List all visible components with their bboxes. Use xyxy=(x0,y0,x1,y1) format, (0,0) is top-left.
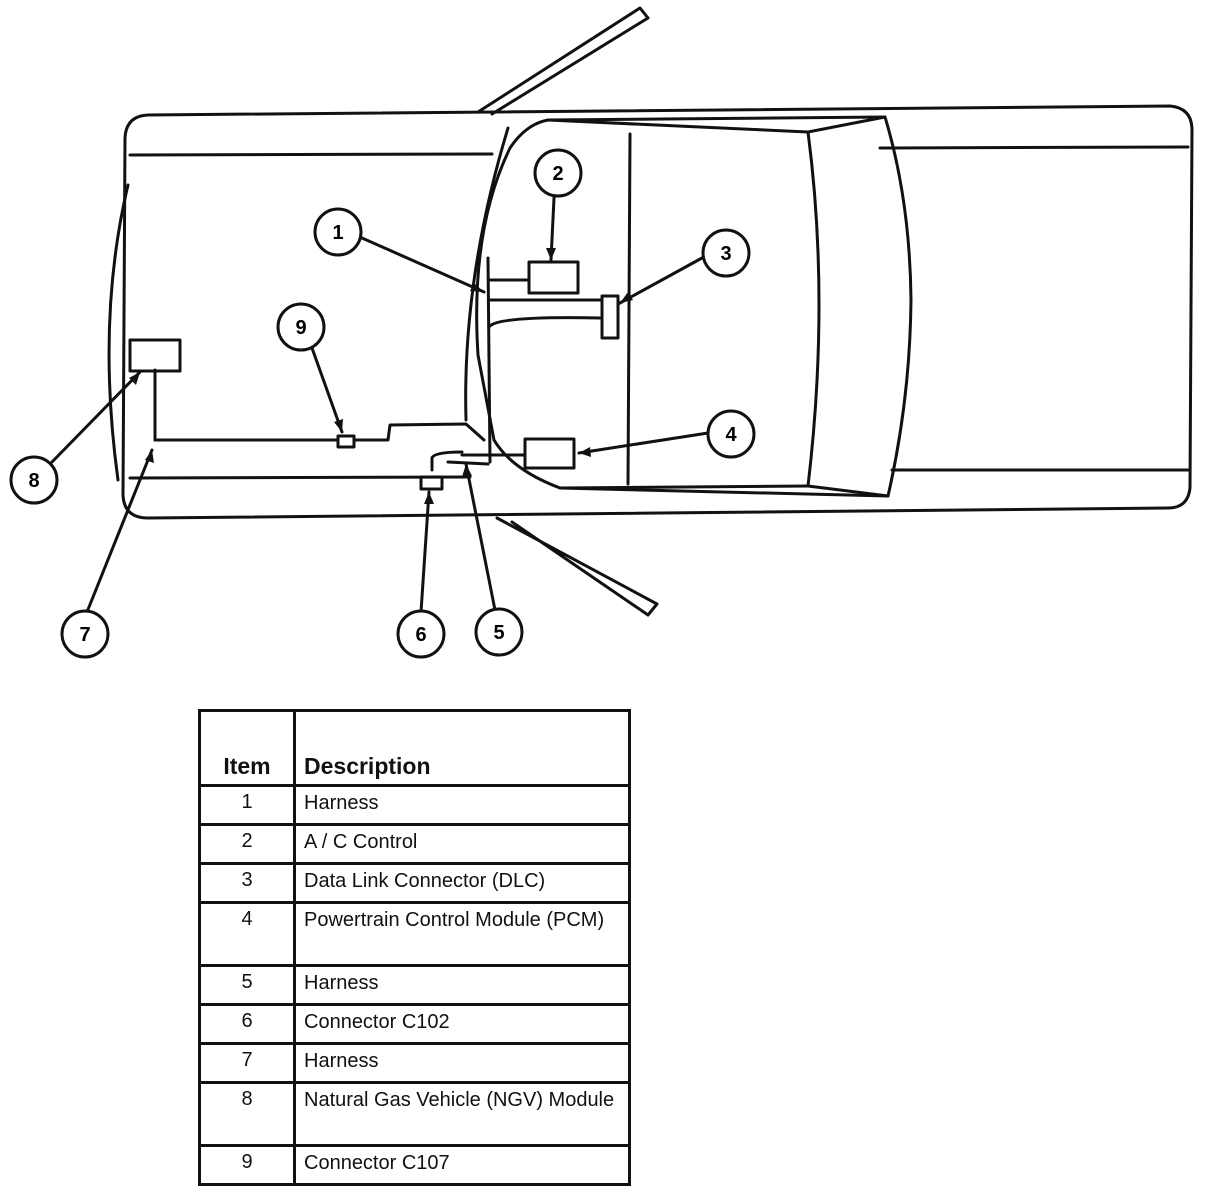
legend-item-number: 4 xyxy=(198,901,296,967)
harness-vertical xyxy=(486,256,492,464)
rear-window-line xyxy=(806,130,821,488)
legend-item-description: Harness xyxy=(293,1042,631,1084)
legend-item-description: Harness xyxy=(293,964,631,1006)
body-belt-line-bottom xyxy=(128,475,472,480)
callout-5-circle xyxy=(474,607,524,657)
callout-3-circle xyxy=(701,228,751,278)
table-row: 4 Powertrain Control Module (PCM) xyxy=(198,901,631,967)
legend-item-number: 2 xyxy=(198,823,296,865)
legend-item-description: Connector C102 xyxy=(293,1003,631,1045)
open-door-rear xyxy=(495,516,659,617)
leader-9 xyxy=(310,346,344,434)
legend-item-number: 9 xyxy=(198,1144,296,1186)
callouts xyxy=(9,148,756,659)
table-row: 2 A / C Control xyxy=(198,823,631,865)
callout-4-label: 4 xyxy=(725,424,737,446)
callout-1-circle xyxy=(313,207,363,257)
legend-header-description: Description xyxy=(293,709,631,787)
open-door-front xyxy=(476,6,650,116)
leader-4 xyxy=(577,431,710,455)
vehicle-body-outline xyxy=(121,104,1194,520)
windshield-pillar xyxy=(626,132,632,486)
legend-item-number: 3 xyxy=(198,862,296,904)
cabin-top-edge xyxy=(546,118,810,134)
rear-window-top xyxy=(806,115,887,134)
data-link-connector xyxy=(600,294,620,340)
table-row: 7 Harness xyxy=(198,1042,631,1084)
front-bumper xyxy=(107,183,130,482)
cabin-bottom-edge xyxy=(558,484,810,490)
callout-5-label: 5 xyxy=(493,622,504,644)
callout-6-label: 6 xyxy=(415,624,426,646)
body-belt-line-top-rear xyxy=(878,145,1190,150)
legend-item-number: 7 xyxy=(198,1042,296,1084)
callout-2-label: 2 xyxy=(552,163,563,185)
legend-table: Item Description 1 Harness 2 A / C Contr… xyxy=(198,709,631,1186)
callout-9-label: 9 xyxy=(295,317,306,339)
legend-item-description: Harness xyxy=(293,784,631,826)
table-row: 6 Connector C102 xyxy=(198,1003,631,1045)
rear-window-bottom xyxy=(806,484,890,498)
leader-7 xyxy=(85,448,154,614)
table-row: 8 Natural Gas Vehicle (NGV) Module xyxy=(198,1081,631,1147)
callout-9-circle xyxy=(276,302,326,352)
vehicle-harness-diagram: 1 2 3 4 5 6 7 8 9 xyxy=(9,6,1194,659)
legend-item-description: Powertrain Control Module (PCM) xyxy=(293,901,631,967)
leader-8 xyxy=(50,370,142,464)
ngv-module xyxy=(128,338,182,373)
legend-item-description: Connector C107 xyxy=(293,1144,631,1186)
connector-c102 xyxy=(419,475,444,491)
callout-8-circle xyxy=(9,455,59,505)
body-belt-line-top xyxy=(128,152,494,157)
callout-3-label: 3 xyxy=(720,243,731,265)
legend-header-item: Item xyxy=(198,709,296,787)
harness-to-dlc-lower xyxy=(488,316,602,328)
powertrain-control-module xyxy=(523,437,576,470)
table-row: 1 Harness xyxy=(198,784,631,826)
table-row: 9 Connector C107 xyxy=(198,1144,631,1186)
callout-4-circle xyxy=(706,409,756,459)
legend-item-description: A / C Control xyxy=(293,823,631,865)
leader-5 xyxy=(464,462,497,612)
table-row: 3 Data Link Connector (DLC) xyxy=(198,862,631,904)
callout-7-circle xyxy=(60,609,110,659)
legend-item-number: 5 xyxy=(198,964,296,1006)
legend-item-number: 8 xyxy=(198,1081,296,1147)
leader-1 xyxy=(360,236,486,294)
ac-control-module xyxy=(527,260,580,295)
table-row: 5 Harness xyxy=(198,964,631,1006)
harness-c107-run xyxy=(153,422,486,442)
legend-item-number: 6 xyxy=(198,1003,296,1045)
dashboard-line xyxy=(464,126,510,422)
callout-2-circle xyxy=(533,148,583,198)
leader-3 xyxy=(618,256,704,305)
legend-item-number: 1 xyxy=(198,784,296,826)
legend-item-description: Natural Gas Vehicle (NGV) Module xyxy=(293,1081,631,1147)
harness-c102-run xyxy=(430,450,490,472)
callout-1-label: 1 xyxy=(332,222,343,244)
cabin-outline xyxy=(475,115,913,498)
callout-6-circle xyxy=(396,609,446,659)
legend-item-description: Data Link Connector (DLC) xyxy=(293,862,631,904)
legend-header-row: Item Description xyxy=(198,709,631,787)
callout-8-label: 8 xyxy=(28,470,39,492)
callout-7-label: 7 xyxy=(79,624,90,646)
leader-6 xyxy=(419,490,431,614)
connector-c107 xyxy=(336,434,356,449)
